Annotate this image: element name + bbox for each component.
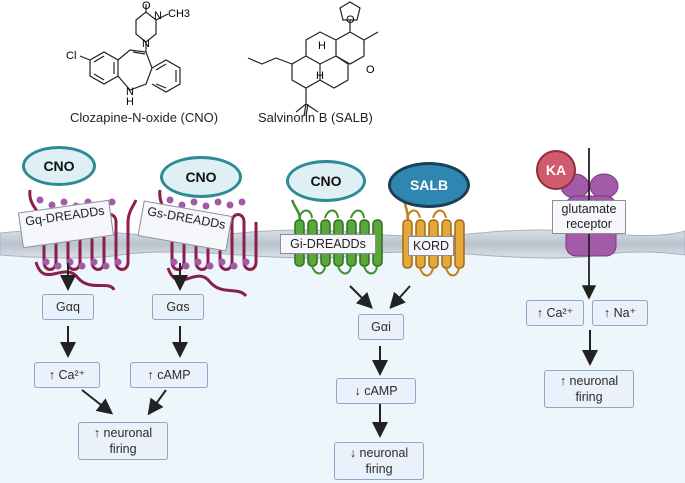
- cno-ligand-1: CNO: [22, 146, 96, 186]
- salb-molecule-label: Salvinorin B (SALB): [258, 110, 373, 125]
- glutamate-receptor-label: glutamate receptor: [552, 200, 626, 234]
- pathway-arrows: [60, 263, 598, 438]
- salb-atom-o1: O: [346, 14, 355, 26]
- salb-atom-h1: H: [318, 40, 326, 52]
- gs-camp-box: ↑ cAMP: [130, 362, 208, 388]
- salb-ligand: SALB: [388, 162, 470, 208]
- cno-atom-nh-n: N: [126, 86, 134, 98]
- gi-neuronal-firing-box: ↓ neuronal firing: [334, 442, 424, 480]
- g-alpha-i-box: Gαi: [358, 314, 404, 340]
- cno-atom-n: N: [142, 38, 150, 50]
- g-alpha-q-box: Gαq: [42, 294, 94, 320]
- cno-atom-n-plus: N: [154, 10, 162, 22]
- ka-ca-box: ↑ Ca²⁺: [526, 300, 584, 326]
- gq-gs-neuronal-firing-box: ↑ neuronal firing: [78, 422, 168, 460]
- gs-receptor-dots: [166, 196, 250, 270]
- ka-na-box: ↑ Na⁺: [592, 300, 648, 326]
- gi-dreadds-label: Gi-DREADDs: [280, 234, 376, 254]
- ka-ligand: KA: [536, 150, 576, 190]
- kord-label: KORD: [408, 236, 454, 256]
- cno-atom-nh-h: H: [126, 96, 134, 108]
- salb-structure: [247, 1, 379, 117]
- cno-ligand-2: CNO: [160, 156, 242, 198]
- cno-molecule-label: Clozapine-N-oxide (CNO): [70, 110, 219, 125]
- cno-ligand-3: CNO: [286, 160, 366, 202]
- gi-camp-box: ↓ cAMP: [336, 378, 416, 404]
- ka-neuronal-firing-box: ↑ neuronal firing: [544, 370, 634, 408]
- cno-atom-ch3: CH3: [168, 8, 191, 20]
- gq-ca-box: ↑ Ca²⁺: [34, 362, 100, 388]
- g-alpha-s-box: Gαs: [152, 294, 204, 320]
- cno-atom-cl: Cl: [66, 50, 77, 62]
- salb-atom-o2: O: [366, 64, 375, 76]
- salb-atom-h2: H: [316, 70, 324, 82]
- cno-structure: [79, 4, 181, 93]
- cno-atom-o: O: [142, 0, 151, 12]
